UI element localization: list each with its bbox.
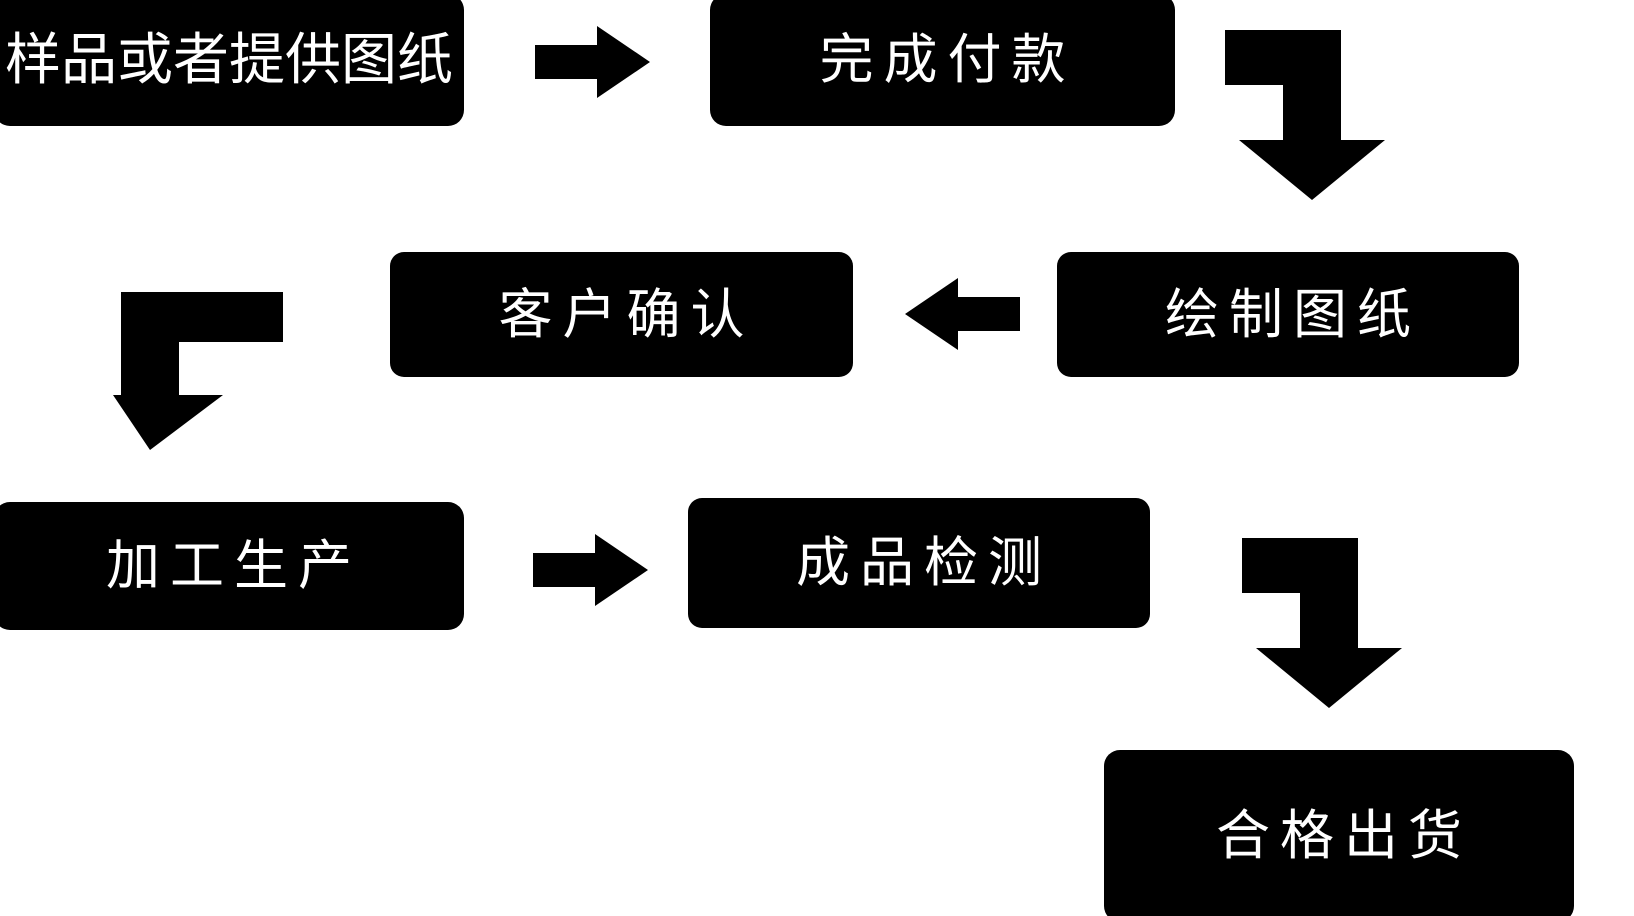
flow-node-payment-label: 完成付款 [819,30,1076,90]
flow-node-ship[interactable]: 合格出货 [1104,750,1574,916]
flow-node-inspect-label: 成品检测 [796,533,1052,593]
flow-node-ship-label: 合格出货 [1216,806,1472,866]
flow-node-confirm[interactable]: 客户确认 [390,252,853,377]
arrow-elbow-down-icon-payment-to-drawing [1225,30,1385,200]
flow-node-sample[interactable]: 样品或者提供图纸 [0,0,464,126]
flow-node-sample-label: 样品或者提供图纸 [5,28,453,91]
arrow-elbow-down-icon-confirm-to-produce [113,292,283,450]
flow-node-produce-label: 加工生产 [106,536,362,596]
arrow-right-icon-produce-to-inspect [533,534,648,606]
flow-node-produce[interactable]: 加工生产 [0,502,464,630]
flow-node-drawing[interactable]: 绘制图纸 [1057,252,1519,377]
arrow-left-icon-drawing-to-confirm [905,278,1020,350]
flow-node-inspect[interactable]: 成品检测 [688,498,1150,628]
flow-node-drawing-label: 绘制图纸 [1165,284,1421,345]
arrow-elbow-down-icon-inspect-to-ship [1242,538,1402,708]
flow-node-confirm-label: 客户确认 [498,284,755,345]
arrow-right-icon-sample-to-payment [535,26,650,98]
flow-node-payment[interactable]: 完成付款 [710,0,1175,126]
